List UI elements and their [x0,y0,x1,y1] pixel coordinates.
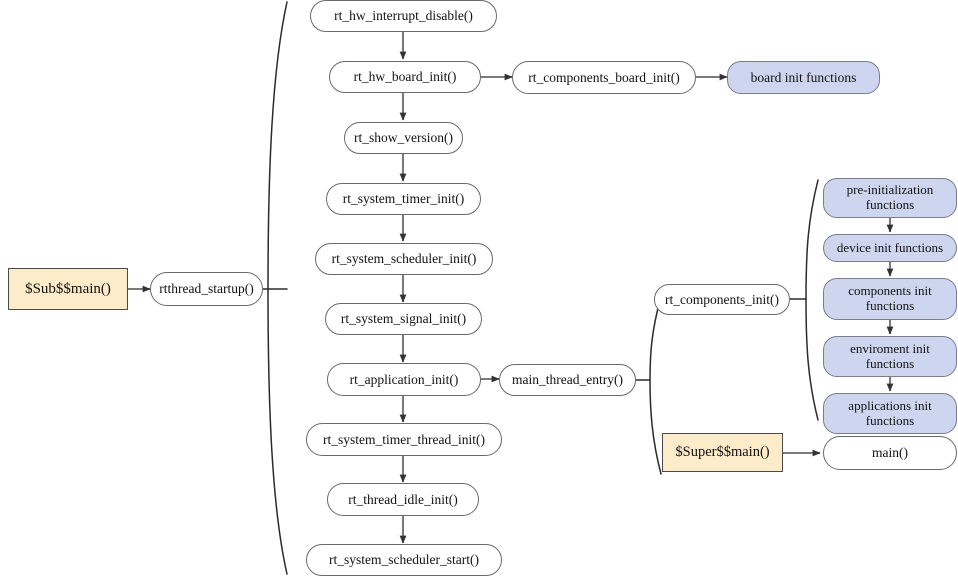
node-rt-system-timer-init[interactable]: rt_system_timer_init() [326,183,481,215]
node-board-init-functions-label: board init functions [750,69,857,85]
node-rt-show-version-label: rt_show_version() [354,130,453,146]
node-device-init-functions[interactable]: device init functions [823,234,957,262]
node-components-init-functions[interactable]: components init functions [823,278,957,320]
node-rt-system-timer-init-label: rt_system_timer_init() [342,191,465,207]
node-rt-system-scheduler-init-label: rt_system_scheduler_init() [331,251,477,267]
node-rt-thread-idle-init-label: rt_thread_idle_init() [348,491,458,507]
node-rt-hw-interrupt-disable-label: rt_hw_interrupt_disable() [334,8,473,24]
node-rt-system-scheduler-start[interactable]: rt_system_scheduler_start() [306,544,502,576]
node-components-init-functions-label: components init functions [848,283,932,313]
node-pre-initialization-functions[interactable]: pre-initialization functions [823,178,957,218]
node-main-thread-entry[interactable]: main_thread_entry() [499,364,636,396]
brace-main-thread-entry [649,295,662,475]
node-main-label: main() [872,445,908,461]
brace-components-init [805,179,819,421]
node-rt-components-init-label: rt_components_init() [665,291,779,307]
node-enviroment-init-functions-label: enviroment init functions [850,340,930,371]
node-rt-system-signal-init-label: rt_system_signal_init() [340,311,467,327]
node-sub-main[interactable]: $Sub$$main() [8,268,128,310]
node-rt-hw-board-init[interactable]: rt_hw_board_init() [329,61,481,93]
node-rt-components-init[interactable]: rt_components_init() [654,284,790,315]
node-device-init-functions-label: device init functions [836,239,944,255]
node-rt-system-timer-thread-init-label: rt_system_timer_thread_init() [323,431,485,447]
node-super-main[interactable]: $Super$$main() [662,433,783,472]
node-applications-init-functions[interactable]: applications init functions [823,393,957,434]
node-rt-show-version[interactable]: rt_show_version() [344,122,463,154]
node-rt-thread-idle-init[interactable]: rt_thread_idle_init() [327,483,479,516]
node-rt-system-signal-init[interactable]: rt_system_signal_init() [325,303,482,335]
node-main-thread-entry-label: main_thread_entry() [512,372,623,388]
node-rt-application-init[interactable]: rt_application_init() [327,363,481,396]
node-pre-initialization-functions-label: pre-initialization functions [846,182,934,212]
node-rt-system-timer-thread-init[interactable]: rt_system_timer_thread_init() [306,423,502,456]
node-rt-hw-board-init-label: rt_hw_board_init() [353,69,457,85]
node-rt-components-board-init[interactable]: rt_components_board_init() [512,61,696,94]
node-board-init-functions[interactable]: board init functions [727,61,880,94]
node-main[interactable]: main() [823,436,957,470]
node-rt-application-init-label: rt_application_init() [349,371,459,387]
node-super-main-label: $Super$$main() [675,444,770,461]
node-applications-init-functions-label: applications init functions [848,397,932,428]
node-rt-hw-interrupt-disable[interactable]: rt_hw_interrupt_disable() [310,0,497,32]
node-rtthread-startup-label: rtthread_startup() [159,281,254,297]
node-rtthread-startup[interactable]: rtthread_startup() [150,272,263,306]
node-rt-system-scheduler-start-label: rt_system_scheduler_start() [329,552,479,568]
node-rt-components-board-init-label: rt_components_board_init() [528,69,680,85]
node-sub-main-label: $Sub$$main() [25,280,111,297]
node-rt-system-scheduler-init[interactable]: rt_system_scheduler_init() [315,243,493,275]
node-enviroment-init-functions[interactable]: enviroment init functions [823,336,957,377]
brace-startup-sequence [267,1,288,575]
